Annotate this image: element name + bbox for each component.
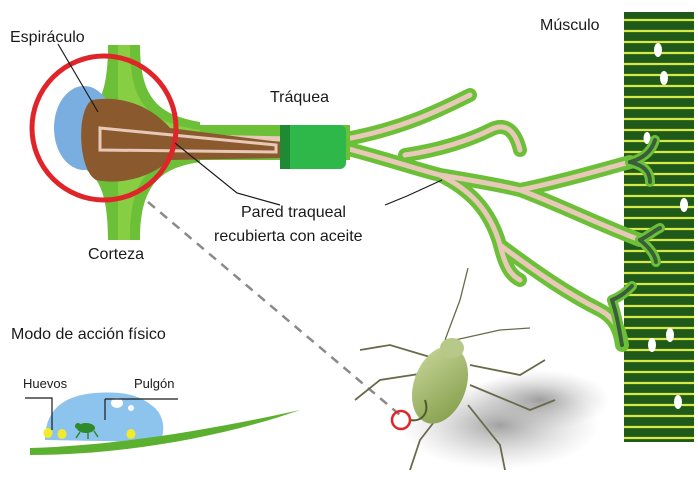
muscle-block xyxy=(624,12,694,442)
spiracle xyxy=(54,86,280,182)
label-musculo: Músculo xyxy=(540,17,600,34)
label-pared-line2: recubierta con aceite xyxy=(214,228,363,245)
label-traquea: Tráquea xyxy=(270,89,329,106)
highlight-circle xyxy=(29,53,179,203)
leader-lines xyxy=(25,43,443,430)
label-corteza: Corteza xyxy=(88,246,144,263)
droplet-scene xyxy=(30,392,300,455)
label-espiraculo: Espiráculo xyxy=(10,29,85,46)
label-modo: Modo de acción físico xyxy=(11,326,166,343)
aphid-illustration xyxy=(354,267,610,471)
label-pared-line1: Pared traqueal xyxy=(241,204,346,221)
zoom-connector-line xyxy=(147,201,401,416)
trachea-tree xyxy=(333,88,665,352)
label-huevos: Huevos xyxy=(23,376,68,391)
label-pulgon: Pulgón xyxy=(134,376,174,391)
